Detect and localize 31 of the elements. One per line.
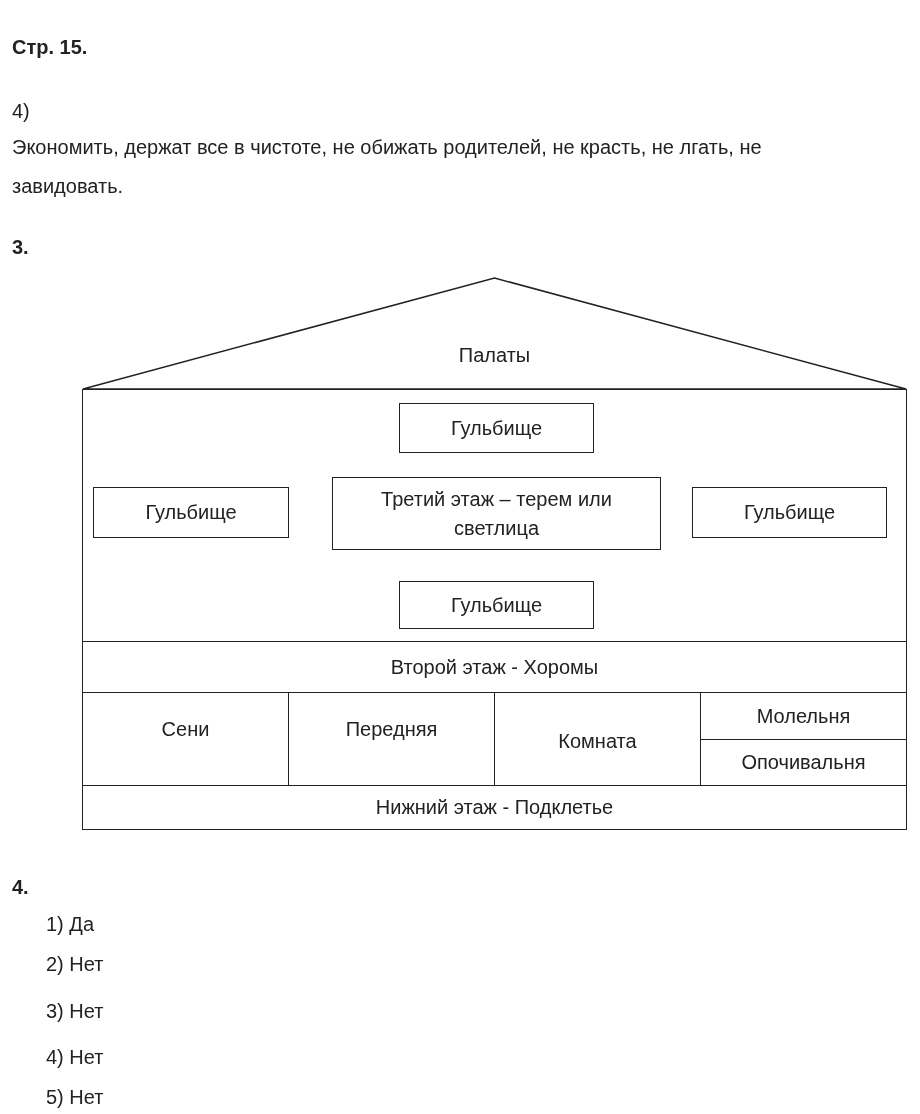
- box-label: Молельня: [755, 703, 852, 729]
- box-label: Сени: [160, 717, 211, 742]
- floor-box: [332, 477, 661, 550]
- floor-box: [82, 641, 907, 693]
- box-label: Гульбище: [449, 415, 544, 441]
- section-number: 3.: [12, 235, 30, 260]
- box-label: Опочивальня: [740, 750, 867, 775]
- answer-line: 2) Нет: [46, 952, 105, 977]
- answer-line: 5) Нет: [46, 1085, 105, 1110]
- box-label: Передняя: [344, 717, 439, 742]
- box-label: Комната: [557, 728, 638, 754]
- box-label: Гульбище: [449, 592, 544, 618]
- floor-box: [399, 581, 594, 629]
- box-label: Нижний этаж - Подклетье: [374, 795, 615, 820]
- floor-box: [692, 487, 887, 538]
- answer-line: 4) Нет: [46, 1045, 105, 1070]
- page-heading: Стр. 15.: [12, 35, 88, 60]
- floor-box: [399, 403, 594, 453]
- section-number: 4.: [12, 875, 30, 900]
- box-label: Гульбище: [742, 500, 837, 525]
- answer-line: 1) Да: [46, 912, 95, 937]
- box-label: Второй этаж - Хоромы: [389, 654, 600, 680]
- box-label: Третий этаж – терем или светлица: [380, 486, 613, 541]
- box-label: Гульбище: [144, 500, 238, 525]
- floor-box: [82, 785, 907, 830]
- roof-label: Палаты: [458, 344, 531, 366]
- answer-paragraph: Экономить, держат все в чистоте, не обижать родителей, не красть, не лгать, не завидовать.: [12, 135, 763, 199]
- answer-line: 4): [12, 99, 31, 124]
- floor-box: [93, 487, 289, 538]
- floor-area-box: [82, 389, 907, 642]
- answer-line: 3) Нет: [46, 999, 105, 1024]
